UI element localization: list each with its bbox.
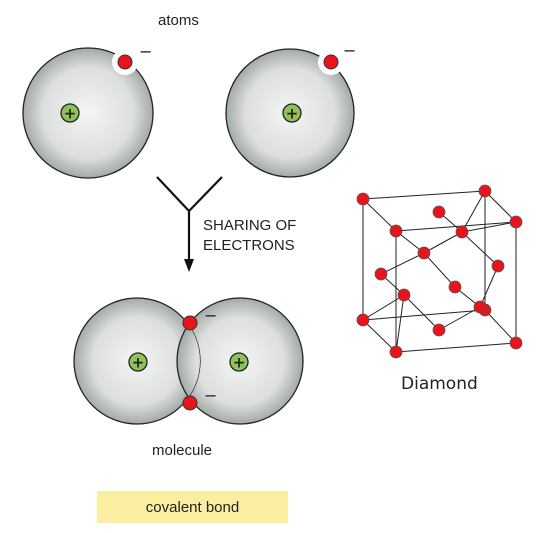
atom-left: − + <box>22 42 154 179</box>
diamond-atom <box>389 345 403 359</box>
molecule-left-nucleus <box>128 352 148 372</box>
atoms-label: atoms <box>158 12 199 29</box>
sharing-label-line2: ELECTRONS <box>203 237 295 254</box>
molecule: + + − − <box>73 297 304 425</box>
diamond-atom <box>397 288 411 302</box>
covalent-bond-label: covalent bond <box>145 498 240 516</box>
diamond-atom <box>417 246 431 260</box>
diamond-atom <box>432 323 446 337</box>
covalent-bond-box: covalent bond <box>97 491 288 523</box>
shared-electron-bottom-charge: − <box>204 386 217 405</box>
molecule-right-nucleus-charge: + <box>233 354 246 372</box>
sharing-label-line1: SHARING OF <box>203 217 297 234</box>
molecule-label: molecule <box>152 442 213 459</box>
molecule-right-nucleus <box>229 352 249 372</box>
atom-left-cloud <box>22 47 154 179</box>
atom-left-nucleus-charge: + <box>64 105 77 123</box>
merge-arrow-head <box>184 259 194 272</box>
molecule-left-nucleus-charge: + <box>132 354 145 372</box>
diamond-atom <box>509 215 523 229</box>
atom-right-nucleus-charge: + <box>286 105 299 123</box>
diamond-lattice <box>356 184 523 359</box>
atom-right-nucleus <box>282 103 302 123</box>
atom-left-electron-charge: − <box>139 42 152 61</box>
diamond-atom <box>432 205 446 219</box>
atom-right-electron-charge: − <box>343 41 356 60</box>
atom-right-electron <box>323 54 339 70</box>
atom-left-electron <box>117 54 133 70</box>
diamond-atom <box>455 225 469 239</box>
diamond-atom <box>448 280 462 294</box>
diamond-atom <box>356 192 370 206</box>
diamond-atom <box>491 259 505 273</box>
atom-left-nucleus <box>60 103 80 123</box>
diamond-atom <box>356 313 370 327</box>
sharing-electrons-label: SHARING OF ELECTRONS <box>203 216 296 256</box>
diamond-atom <box>509 336 523 350</box>
shared-electron-top <box>182 315 198 331</box>
molecule-overlap-region <box>176 298 200 424</box>
diamond-atom <box>374 267 388 281</box>
diamond-atom <box>478 184 492 198</box>
merge-arrow <box>156 176 223 260</box>
diamond-atom <box>389 224 403 238</box>
diamond-atoms <box>356 184 523 359</box>
atom-right: − + <box>225 41 356 178</box>
shared-electron-top-charge: − <box>204 306 217 325</box>
diamond-atom <box>473 300 487 314</box>
shared-electron-bottom <box>182 395 198 411</box>
diamond-label: Diamond <box>401 374 478 394</box>
